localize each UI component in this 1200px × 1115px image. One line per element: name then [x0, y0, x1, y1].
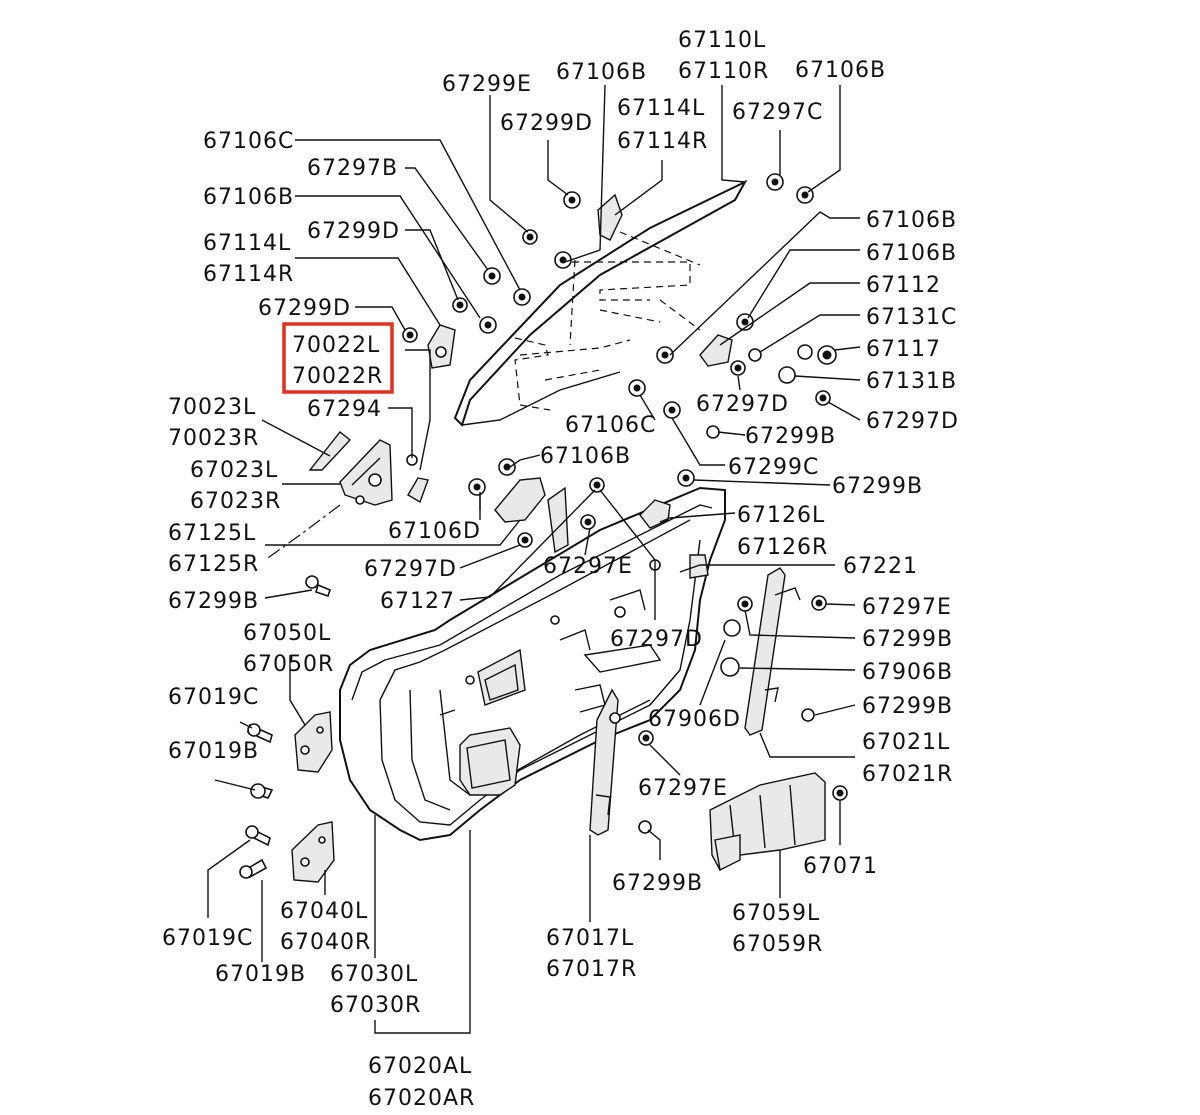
label-70022R: 70022R [292, 364, 383, 389]
label-67297B: 67297B [307, 156, 398, 181]
label-67106B-left: 67106B [203, 185, 294, 210]
label-67299D-mid: 67299D [307, 219, 400, 244]
label-67050R: 67050R [243, 652, 334, 677]
label-67299B-center: 67299B [745, 424, 836, 449]
label-67299D-left: 67299D [258, 296, 351, 321]
label-67112: 67112 [866, 273, 941, 298]
label-67297D-right: 67297D [866, 409, 959, 434]
label-67106B-r1: 67106B [866, 208, 957, 233]
label-67017R: 67017R [546, 957, 637, 982]
label-67297E-center: 67297E [543, 554, 633, 579]
label-67020AL: 67020AL [368, 1054, 472, 1079]
label-67019C-top: 67019C [168, 685, 259, 710]
label-67906B: 67906B [862, 660, 953, 685]
label-67299B-bottom: 67299B [612, 871, 703, 896]
label-67299B-r1: 67299B [832, 474, 923, 499]
label-67221: 67221 [843, 554, 918, 579]
label-67019C-bottom: 67019C [162, 926, 253, 951]
label-67297C: 67297C [732, 100, 823, 125]
label-67125L: 67125L [168, 521, 256, 546]
label-67114L-left: 67114L [203, 231, 291, 256]
label-67299C: 67299C [728, 455, 819, 480]
label-67030R: 67030R [330, 993, 421, 1018]
label-67040R: 67040R [280, 930, 371, 955]
label-67125R: 67125R [168, 552, 259, 577]
label-67023L: 67023L [190, 458, 278, 483]
label-67106C-center: 67106C [565, 413, 656, 438]
label-67019B-top: 67019B [168, 739, 259, 764]
label-67294: 67294 [307, 397, 382, 422]
label-67106D: 67106D [388, 519, 481, 544]
label-67040L: 67040L [280, 899, 368, 924]
label-67297D-mid-center: 67297D [610, 627, 703, 652]
label-67126R: 67126R [737, 535, 828, 560]
label-67020AR: 67020AR [368, 1086, 475, 1111]
fasteners [402, 173, 848, 834]
label-67059R: 67059R [732, 932, 823, 957]
label-67297E-bottom: 67297E [638, 776, 728, 801]
label-67297E-right: 67297E [862, 595, 952, 620]
label-67106B-top: 67106B [556, 60, 647, 85]
door-hinges [291, 711, 335, 883]
label-67059L: 67059L [732, 901, 820, 926]
label-67299D-top: 67299D [500, 111, 593, 136]
label-67106C-left: 67106C [203, 129, 294, 154]
window-regulator-rear [744, 567, 801, 736]
label-67030L: 67030L [330, 962, 418, 987]
label-67021L: 67021L [862, 730, 950, 755]
label-67114R-left: 67114R [203, 262, 294, 287]
mirror-assembly [308, 193, 623, 506]
label-67299E: 67299E [442, 72, 532, 97]
label-67021R: 67021R [862, 762, 953, 787]
label-67127: 67127 [380, 589, 455, 614]
highlight-box [282, 322, 394, 394]
label-67126L: 67126L [737, 503, 825, 528]
label-67131C: 67131C [866, 305, 957, 330]
label-67110R: 67110R [678, 59, 769, 84]
label-67117: 67117 [866, 337, 941, 362]
label-67071: 67071 [803, 854, 878, 879]
channel-guides [514, 231, 701, 411]
label-70023L: 70023L [168, 395, 256, 420]
label-70022L: 70022L [292, 333, 380, 358]
label-67017L: 67017L [546, 926, 634, 951]
door-panel [339, 486, 726, 842]
label-67114L-top: 67114L [617, 96, 705, 121]
label-67297D-center: 67297D [696, 392, 789, 417]
label-67299B-r3: 67299B [862, 694, 953, 719]
label-67297D-left-center: 67297D [364, 557, 457, 582]
label-67106B-top-right: 67106B [795, 58, 886, 83]
label-67110L: 67110L [678, 28, 766, 53]
label-67299B-r2: 67299B [862, 627, 953, 652]
label-67131B: 67131B [866, 369, 957, 394]
window-glass [453, 179, 748, 427]
window-motor [709, 772, 826, 872]
label-67299B-left: 67299B [168, 589, 259, 614]
label-67906D: 67906D [648, 707, 741, 732]
label-67023R: 67023R [190, 489, 281, 514]
window-regulator-front [589, 688, 621, 836]
hinge-bolts [239, 575, 331, 879]
label-67106B-r2: 67106B [866, 241, 957, 266]
label-67019B-bottom: 67019B [215, 962, 306, 987]
part-labels: 67110L 67110R 67299E 67106B 67106B 67299… [162, 28, 959, 1111]
leader-lines [207, 84, 861, 1034]
label-67114R-top: 67114R [617, 129, 708, 154]
label-67106B-center: 67106B [540, 444, 631, 469]
label-67050L: 67050L [243, 621, 331, 646]
label-70023R: 70023R [168, 426, 259, 451]
